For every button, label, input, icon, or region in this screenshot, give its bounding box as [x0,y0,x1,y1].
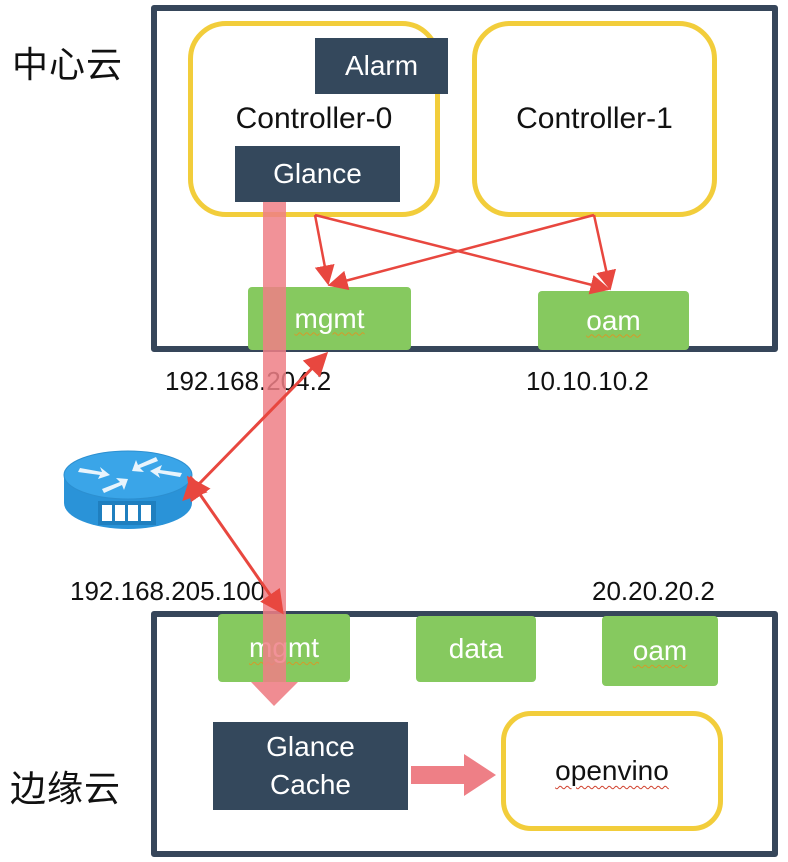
central-mgmt-label: mgmt [294,302,365,334]
glance-cache-line-2: Cache [270,769,351,800]
glance-cache-line-1: Glance [266,731,355,762]
controller-0-label: Controller-0 [235,102,393,135]
openvino-label: openvino [501,755,723,787]
router-glyph [63,450,193,529]
alarm-service[interactable]: Alarm [315,38,448,94]
central-mgmt-network[interactable]: mgmt [248,287,411,350]
edge-oam-label: oam [632,635,688,666]
central-oam-network[interactable]: oam [538,291,689,350]
edge-mgmt-ip: 192.168.205.100 [70,576,266,606]
edge-mgmt-network[interactable]: mgmt [218,614,350,682]
edge-oam-ip: 20.20.20.2 [592,576,715,606]
openvino-text: openvino [555,755,669,786]
edge-mgmt-label: mgmt [249,632,319,663]
glance-cache-service[interactable]: Glance Cache [213,722,408,810]
central-oam-label: oam [586,304,641,336]
edge-data-label: data [448,633,504,664]
central-mgmt-ip: 192.168.204.2 [165,366,332,396]
edge-data-network[interactable]: data [416,616,536,682]
central-oam-ip: 10.10.10.2 [526,366,649,396]
router-icon[interactable] [58,445,198,535]
glance-service[interactable]: Glance [235,146,400,202]
edge-cloud-label: 边缘云 [10,769,122,810]
edge-oam-network[interactable]: oam [602,616,718,686]
openvino-node[interactable] [501,711,723,831]
controller-1-label: Controller-1 [516,102,673,135]
central-cloud-label: 中心云 [12,45,124,86]
